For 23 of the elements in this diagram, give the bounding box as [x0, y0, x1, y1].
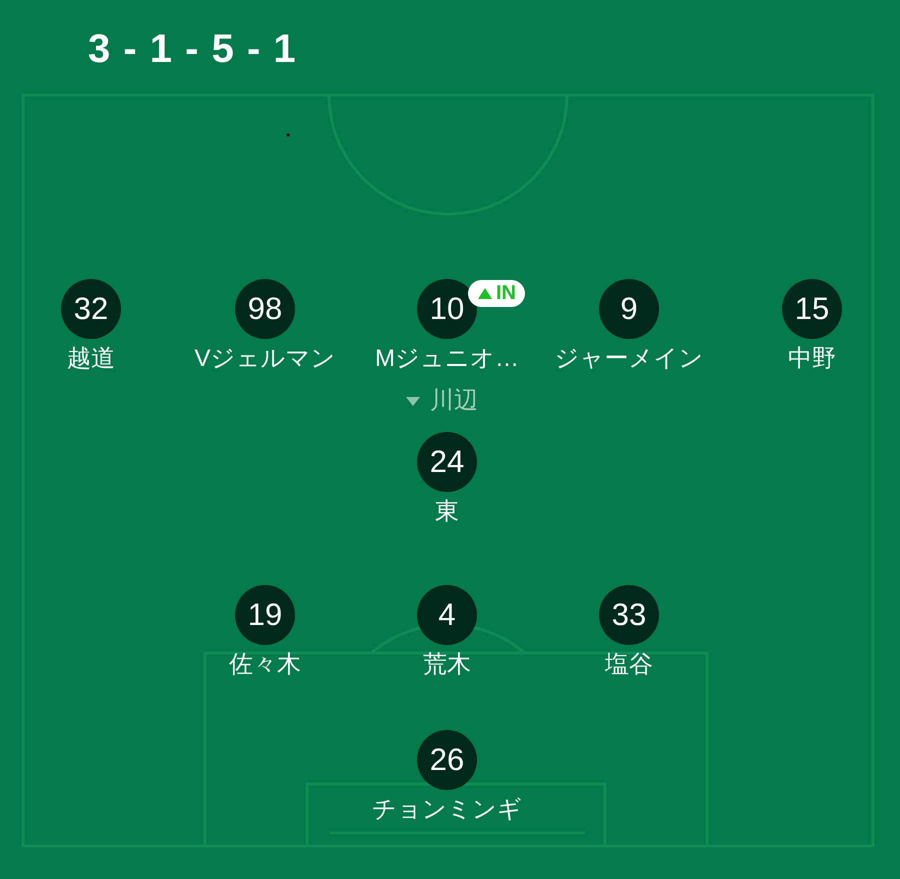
player-name: Vジェルマン	[194, 344, 336, 374]
player-name: 塩谷	[605, 650, 653, 680]
player-number-circle: 9	[599, 279, 659, 339]
player-name: チョンミンギ	[372, 795, 522, 825]
player-name: ジャーメイン	[554, 344, 704, 374]
player-name: 荒木	[423, 650, 471, 680]
player-number-circle: 10	[417, 279, 477, 339]
substitution-in-text: IN	[496, 281, 516, 306]
player-number-circle: 4	[417, 585, 477, 645]
player-number-circle: 98	[235, 279, 295, 339]
substituted-player-name: 川辺	[430, 386, 478, 416]
player-name: Mジュニオ…	[375, 344, 519, 374]
player-name: 中野	[788, 344, 836, 374]
formation-title: 3 - 1 - 5 - 1	[88, 26, 297, 73]
player-number-circle: 26	[417, 730, 477, 790]
player-number-circle: 19	[235, 585, 295, 645]
player-name: 東	[435, 497, 459, 527]
player-number-circle: 24	[417, 432, 477, 492]
player-name: 佐々木	[229, 650, 301, 680]
player-number-circle: 33	[599, 585, 659, 645]
player-number-circle: 15	[782, 279, 842, 339]
player-number-circle: 32	[61, 279, 121, 339]
player-name: 越道	[67, 344, 115, 374]
